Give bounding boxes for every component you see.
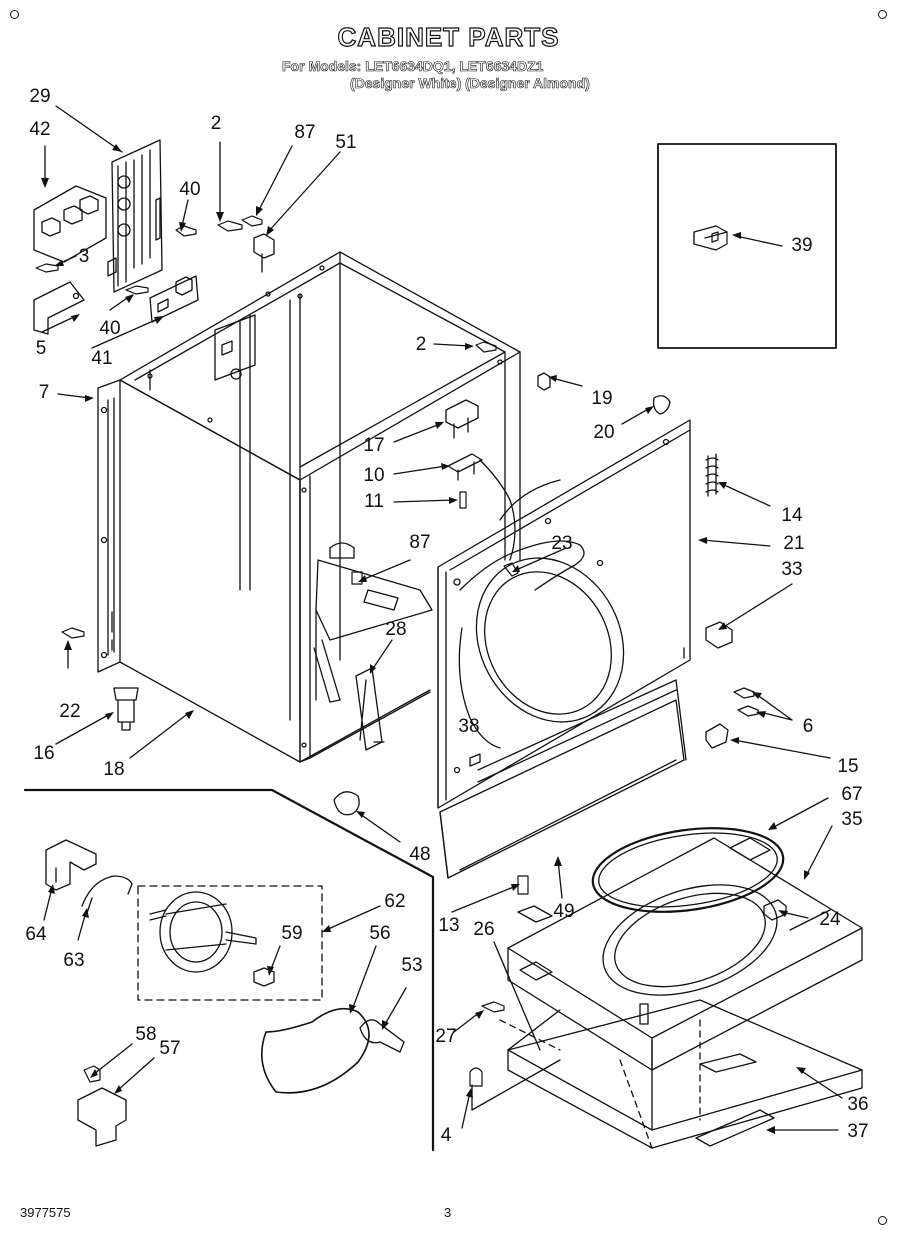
callout-87-top: 87 [294, 122, 316, 143]
section-divider [23, 788, 435, 1152]
callout-24: 24 [819, 909, 841, 930]
callout-40-lower: 40 [99, 318, 121, 339]
callout-18: 18 [103, 759, 125, 780]
cabinet-body [97, 251, 561, 763]
registration-mark-top-left [10, 10, 19, 19]
callout-17: 17 [363, 435, 385, 456]
callout-19: 19 [591, 388, 613, 409]
leader-lines [41, 105, 843, 1131]
part-16-leveling-leg [113, 687, 139, 731]
part-10 [447, 453, 483, 481]
callout-22: 22 [59, 701, 81, 722]
part-64-bracket [45, 839, 97, 891]
callout-48: 48 [409, 844, 431, 865]
callout-16: 16 [33, 743, 55, 764]
page-number: 3 [444, 1205, 452, 1220]
callout-33: 33 [781, 559, 803, 580]
callout-59: 59 [281, 923, 303, 944]
bottom-pan [507, 999, 863, 1149]
callout-28: 28 [385, 619, 407, 640]
bracket-5 [33, 281, 85, 335]
callout-21: 21 [783, 533, 805, 554]
callout-42: 42 [29, 119, 51, 140]
motor-assembly-dashed-box [137, 885, 323, 1001]
callout-57: 57 [159, 1038, 181, 1059]
callout-14: 14 [781, 505, 803, 526]
callout-2-top: 2 [210, 113, 222, 134]
callout-3: 3 [78, 246, 90, 267]
part-14-spring [705, 453, 719, 497]
part-53-idler [359, 1019, 405, 1053]
callout-40-upper: 40 [179, 179, 201, 200]
arrowheads [41, 144, 810, 1134]
colors-line: (Designer White) (Designer Almond) [350, 75, 590, 92]
callout-53: 53 [401, 955, 423, 976]
callout-11: 11 [364, 491, 384, 512]
callout-23: 23 [551, 533, 573, 554]
callout-6: 6 [802, 716, 814, 737]
callout-39: 39 [791, 235, 813, 256]
part-59-pulley [253, 967, 275, 987]
callout-27: 27 [435, 1026, 457, 1047]
part-56-belt [260, 1007, 370, 1094]
front-panel [437, 419, 691, 809]
callout-35: 35 [841, 809, 863, 830]
bracket-42 [33, 185, 107, 263]
part-33 [705, 621, 733, 649]
callout-4: 4 [440, 1125, 452, 1146]
callout-5: 5 [35, 338, 47, 359]
callout-67: 67 [841, 784, 863, 805]
callout-26: 26 [473, 919, 495, 940]
drum-belt-ring [591, 827, 785, 913]
part-19 [537, 372, 551, 391]
registration-mark-top-right [878, 10, 887, 19]
part-57-bracket [77, 1087, 127, 1147]
callout-49: 49 [553, 901, 575, 922]
callout-36: 36 [847, 1094, 869, 1115]
callout-63: 63 [63, 950, 85, 971]
part-62-motor [149, 891, 257, 973]
part-28-bracket [355, 667, 385, 751]
inset-box-part-39 [657, 143, 837, 349]
callout-38: 38 [458, 716, 480, 737]
callout-10: 10 [363, 465, 385, 486]
part-6-screws [733, 687, 759, 717]
callout-64: 64 [25, 924, 47, 945]
part-17 [445, 399, 479, 439]
callout-7: 7 [38, 382, 50, 403]
part-15 [705, 723, 729, 749]
callout-13: 13 [438, 915, 460, 936]
part-26-plate [517, 905, 553, 923]
part-51-clip [253, 233, 275, 273]
callout-2-mid: 2 [415, 334, 427, 355]
callout-56: 56 [369, 923, 391, 944]
part-48 [333, 791, 360, 816]
document-number: 3977575 [20, 1205, 71, 1220]
callout-62: 62 [384, 891, 406, 912]
terminal-block-29 [107, 139, 163, 293]
screws [35, 215, 529, 1087]
callout-20: 20 [593, 422, 615, 443]
callout-41: 41 [91, 348, 113, 369]
registration-mark-bottom-right [878, 1216, 887, 1225]
models-line: For Models: LET6634DQ1, LET6634DZ1 [282, 58, 544, 75]
page-title: CABINET PARTS [337, 21, 560, 52]
callout-51: 51 [335, 132, 357, 153]
bracket-41 [149, 275, 199, 323]
part-20-knob [652, 395, 671, 415]
callout-29: 29 [29, 86, 51, 107]
callout-15: 15 [837, 756, 859, 777]
toe-panel [439, 679, 687, 879]
part-39-clip [693, 225, 728, 251]
part-63-spring-clip [81, 875, 133, 917]
callout-58: 58 [135, 1024, 157, 1045]
callout-87-mid: 87 [409, 532, 431, 553]
part-37-strip [695, 1109, 775, 1147]
callout-37: 37 [847, 1121, 869, 1142]
